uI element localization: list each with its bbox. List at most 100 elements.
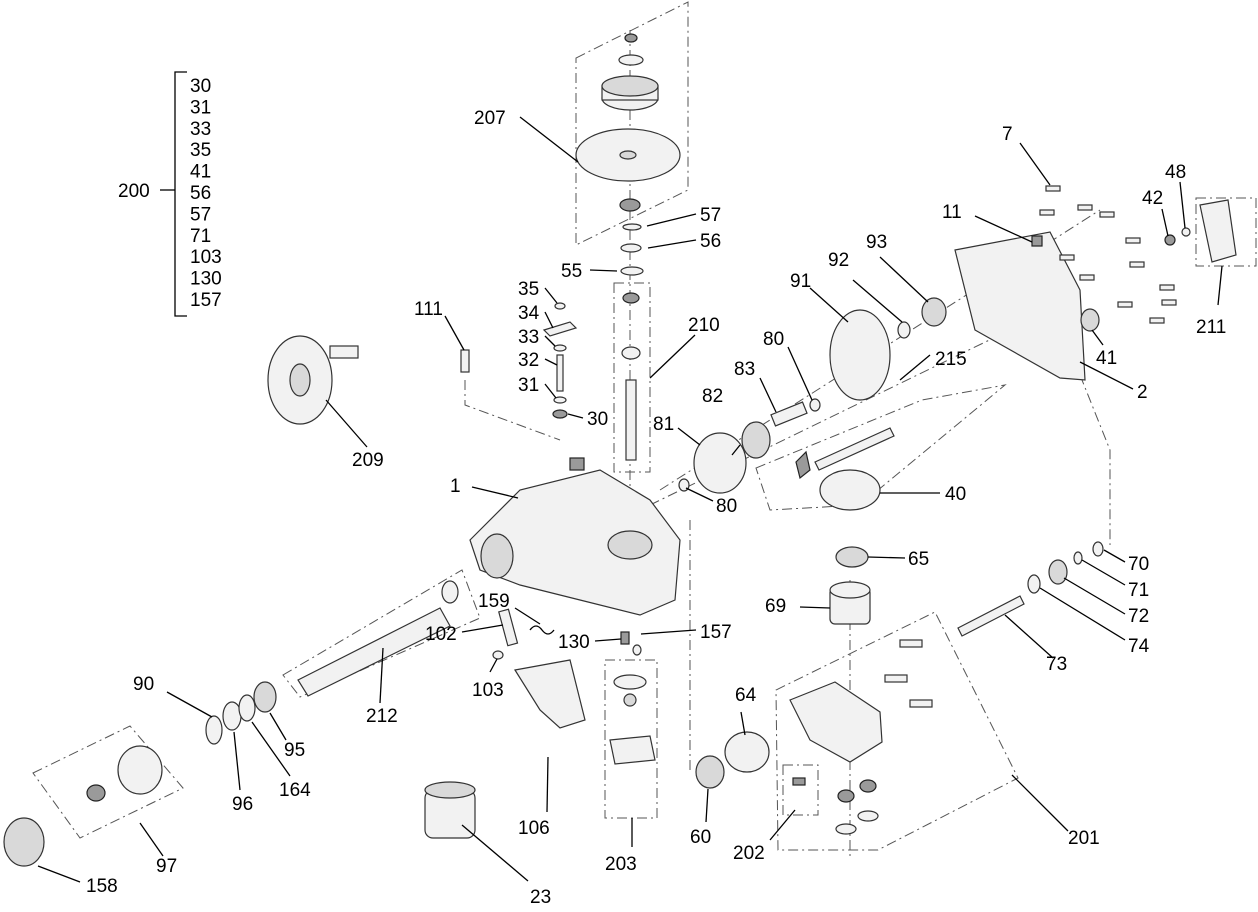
kit-item: 157	[190, 290, 222, 311]
leader-33	[544, 335, 556, 347]
leader-60	[705, 788, 709, 823]
leader-92	[852, 279, 903, 323]
callout-90: 90	[133, 674, 154, 695]
bolt-part	[1159, 284, 1175, 291]
callout-102: 102	[425, 624, 457, 645]
leader-95	[269, 712, 287, 741]
callout-73: 73	[1046, 654, 1067, 675]
shaft-215-part	[814, 427, 895, 471]
callout-57: 57	[700, 205, 721, 226]
leader-1	[471, 486, 519, 499]
callout-33: 33	[518, 327, 539, 348]
pulley-top-part	[601, 75, 659, 97]
filter-ring-part	[613, 674, 647, 690]
part-31	[553, 396, 567, 404]
callout-157: 157	[700, 622, 732, 643]
kit-item: 130	[190, 269, 222, 290]
callout-72: 72	[1128, 606, 1149, 627]
leader-80a	[787, 346, 813, 401]
filter-base-part	[609, 735, 656, 765]
bracket-box-211	[1195, 197, 1257, 267]
spring-159-part	[529, 625, 555, 635]
part-33	[553, 344, 567, 352]
washer-74-part	[1027, 574, 1041, 594]
nut-part	[624, 33, 638, 43]
leader-73	[1004, 614, 1054, 659]
part-111	[460, 349, 470, 373]
washer-48-part	[1181, 227, 1191, 237]
callout-31: 31	[518, 375, 539, 396]
valve-202-part	[792, 777, 806, 786]
callout-80a: 80	[763, 329, 784, 350]
leader-7	[1019, 142, 1051, 186]
leader-32	[544, 358, 558, 366]
nut-42-part	[1164, 234, 1176, 246]
part-shapes	[3, 33, 1237, 867]
leader-lines	[37, 116, 1223, 883]
part-34	[542, 321, 578, 337]
leader-23	[461, 824, 529, 882]
bolt-part	[1161, 299, 1177, 306]
callout-55: 55	[561, 261, 582, 282]
spline-hub-part	[619, 198, 641, 212]
leader-157	[640, 629, 697, 635]
bearing-93-part	[921, 297, 947, 327]
callout-159: 159	[478, 591, 510, 612]
washer-201-b	[857, 810, 879, 822]
callout-212: 212	[366, 706, 398, 727]
callout-203: 203	[605, 854, 637, 875]
shaft-73-part	[957, 595, 1025, 637]
hub-97-part	[117, 745, 163, 795]
fitting-157-part	[632, 644, 642, 656]
callout-106: 106	[518, 818, 550, 839]
fitting-201-b	[859, 779, 877, 793]
bolt-part	[1149, 317, 1165, 324]
seal-60-part	[695, 755, 725, 789]
bolt-part	[1099, 211, 1115, 218]
swash-40-part	[819, 469, 881, 511]
housing-1-part	[469, 469, 681, 616]
kit-item: 56	[190, 183, 211, 204]
cap-158-part	[3, 817, 45, 867]
kit-item: 33	[190, 119, 211, 140]
callout-96: 96	[232, 794, 253, 815]
callout-65: 65	[908, 549, 929, 570]
hub-nut-part	[86, 784, 106, 802]
callout-41: 41	[1096, 348, 1117, 369]
leader-65	[867, 556, 906, 559]
kit-bracket	[174, 71, 187, 317]
callout-97: 97	[156, 856, 177, 877]
callout-158: 158	[86, 876, 118, 897]
hub-box-97	[32, 725, 184, 839]
leader-97	[139, 822, 164, 857]
callout-32: 32	[518, 350, 539, 371]
bearing-95-part	[253, 681, 277, 713]
callout-69: 69	[765, 596, 786, 617]
gear-82-part	[741, 421, 771, 459]
centerline-70	[1079, 374, 1111, 545]
callout-91: 91	[790, 271, 811, 292]
washer-55-part	[620, 266, 644, 276]
callout-34: 34	[518, 303, 540, 324]
callout-92: 92	[828, 250, 849, 271]
leader-90	[166, 691, 213, 718]
leader-55	[589, 269, 618, 272]
seal-96-part	[222, 701, 242, 731]
gear-72-part	[1048, 559, 1068, 585]
callout-207: 207	[474, 108, 506, 129]
callout-42: 42	[1142, 188, 1163, 209]
callout-209: 209	[352, 450, 384, 471]
leader-202	[769, 809, 796, 841]
bolt-part	[1059, 254, 1075, 261]
input-shaft-box-210	[613, 282, 651, 473]
kit-item: 41	[190, 162, 211, 183]
hub-209-bore	[289, 363, 311, 397]
callout-11: 11	[942, 202, 962, 223]
callout-35: 35	[518, 279, 539, 300]
leader-80b	[685, 487, 714, 502]
bolt-part	[1077, 204, 1093, 211]
ring-164-part	[238, 694, 256, 722]
